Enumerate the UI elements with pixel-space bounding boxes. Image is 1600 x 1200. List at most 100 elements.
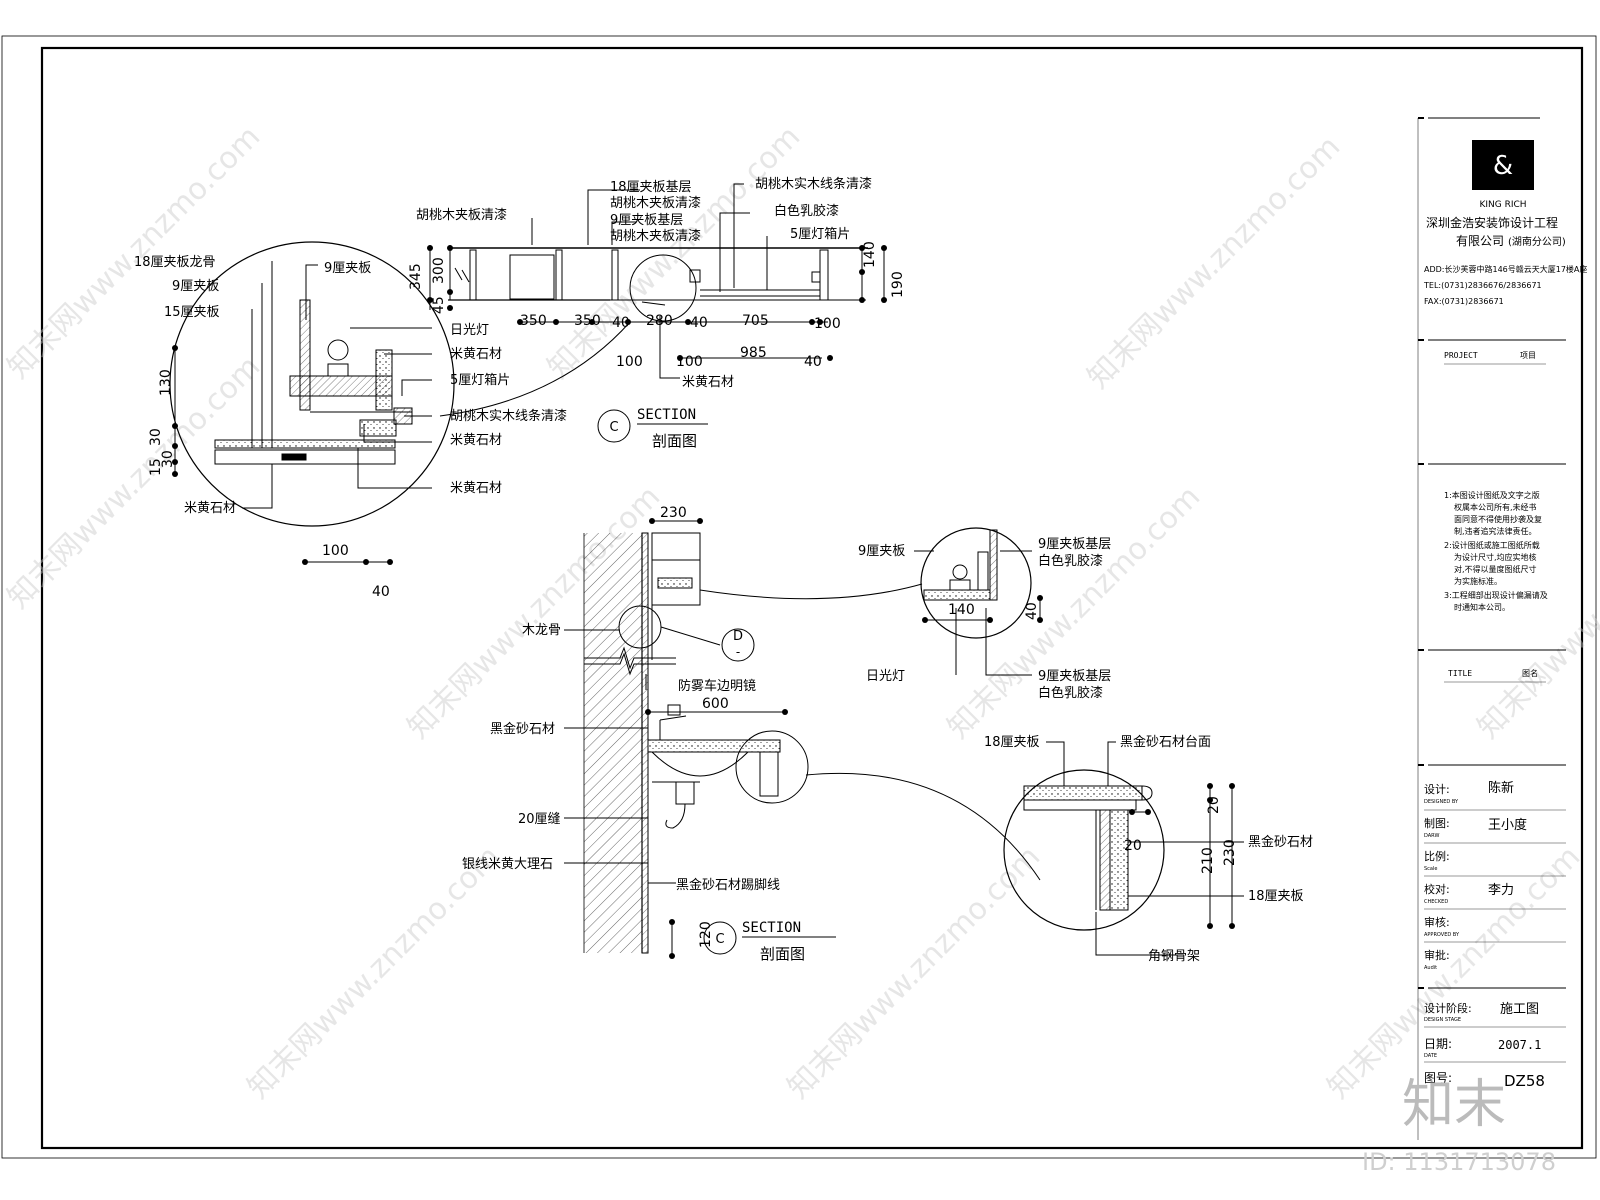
label-section-vanity-detail-marker: D: [733, 629, 743, 644]
label-beige1: 米黄石材: [450, 347, 502, 362]
detail-ceiling: [169, 241, 631, 563]
detail-ceiling-labels: 18厘夹板龙骨 9厘夹板 15厘夹板 9厘夹板 日光灯 米黄石材 5厘灯箱片 胡…: [134, 255, 567, 516]
label-counter-top: 黑金砂石材台面: [1120, 734, 1211, 750]
label-light-box: 5厘灯箱片: [790, 226, 850, 242]
label-title-block-notes-0: 1:本图设计图纸及文字之版: [1444, 490, 1540, 500]
label-detail-ceiling-dims-d30b: 30: [160, 450, 176, 468]
fax: FAX:(0731)2836671: [1424, 297, 1504, 306]
label-detail-ceiling-dims-d30a: 30: [148, 428, 164, 446]
detail-ceiling-ticks: [172, 345, 393, 565]
drafter-name: 王小度: [1488, 817, 1527, 833]
label-watermark-text: 知末网www.znzmo.com: [1, 119, 267, 385]
label-walnut-strip-detail: 胡桃木实木线条清漆: [450, 408, 567, 424]
label-mirror-base-b2: 白色乳胶漆: [1038, 685, 1103, 701]
designer-name: 陈新: [1488, 780, 1514, 796]
label-title-block-rows-1-cn: 制图:: [1424, 817, 1450, 830]
detail-counter-ticks: [1129, 783, 1235, 929]
label-section-top-dims-d100a: 100: [814, 316, 841, 332]
label-title-block-notes-9: 时通知本公司。: [1454, 602, 1510, 612]
label-detail-counter-dims-d230: 230: [1222, 839, 1238, 866]
company-line2: 有限公司: [1456, 234, 1504, 248]
label-title-block-notes-1: 权属本公司所有,未经书: [1454, 502, 1537, 512]
label-section-top-dims-d45: 45: [431, 296, 447, 314]
address: ADD:长沙芙蓉中路146号赣云天大厦17楼A座: [1424, 264, 1587, 274]
label-title-block-rows-2-en: Scale: [1424, 866, 1437, 872]
label-counter-black-stone: 黑金砂石材: [1248, 834, 1313, 850]
section-vanity-dims: 230 600 120: [660, 505, 729, 948]
label-mirror-base-b1: 9厘夹板基层: [1038, 669, 1111, 684]
label-detail-counter-dims-d20b: 20: [1124, 838, 1142, 854]
label-skirting: 黑金砂石材踢脚线: [676, 877, 780, 893]
label-detail-mirror-light-dims-d40: 40: [1024, 602, 1040, 620]
label-section-top-dims-d350a: 350: [520, 313, 547, 329]
label-beige2: 米黄石材: [450, 433, 502, 448]
label-section-top-dims-d280: 280: [646, 313, 673, 329]
section-vanity-ticks: [645, 518, 788, 959]
label-lightbox: 5厘灯箱片: [450, 372, 510, 388]
section-vanity-title-en: SECTION: [742, 920, 801, 936]
stage-label: 设计阶段:: [1424, 1001, 1472, 1015]
label-marble: 银线米黄大理石: [462, 857, 553, 872]
label-watermark-text: 知末网www.znzmo.com: [1, 349, 267, 615]
label-beige4: 米黄石材: [184, 501, 236, 516]
drawing-no-label: 图号:: [1424, 1071, 1452, 1085]
label-mirror: 防雾车边明镜: [678, 678, 756, 694]
label-title-block-rows-3-en: CHECKED: [1424, 899, 1448, 905]
stage-value: 施工图: [1500, 1002, 1539, 1017]
label-black-stone: 黑金砂石材: [490, 721, 555, 737]
company-logo: [1472, 140, 1534, 190]
brand-name: KING RICH: [1479, 200, 1526, 210]
detail-counter: [1003, 741, 1244, 956]
label-section-top-dims-d100c: 100: [676, 354, 703, 370]
label-counter-ply18b: 18厘夹板: [1248, 889, 1304, 904]
label-section-top-dims-d985: 985: [740, 345, 767, 361]
detail-mirror-light-dims: 140 40: [948, 602, 1040, 620]
watermark-logo: 知末: [1402, 1075, 1506, 1135]
label-beige-stone: 米黄石材: [682, 375, 734, 390]
section-title-cn: 剖面图: [652, 432, 697, 450]
label-base18: 18厘夹板基层: [610, 180, 692, 195]
label-keel: 木龙骨: [522, 623, 561, 638]
section-marker-c-top: C SECTION 剖面图: [597, 407, 708, 450]
label-title-block-notes-7: 为实施标准。: [1454, 576, 1502, 586]
label-title-block-rows-4-en: APPROVED BY: [1424, 932, 1460, 938]
label-section-vanity-dims-d120: 120: [698, 921, 714, 948]
label-mirror-ply9: 9厘夹板: [858, 544, 905, 559]
title-block: & KING RICH 深圳金浩安装饰设计工程 有限公司 (湖南分公司) ADD…: [1417, 117, 1587, 1140]
section-marker-d: D -: [733, 629, 743, 659]
label-section-top-dims-d140: 140: [862, 241, 878, 268]
label-section-top-dims-d350b: 350: [574, 313, 601, 329]
label-section-top-dims-d705: 705: [742, 313, 769, 329]
label-counter-angle-steel: 角钢骨架: [1148, 949, 1200, 964]
project-label-en: PROJECT: [1444, 351, 1478, 360]
section-marker-c-bottom: C SECTION 剖面图: [703, 920, 836, 963]
label-title-block-notes-6: 对,不得以量度图纸尺寸: [1454, 564, 1537, 574]
label-watermark-text: 知末网www.znzmo.com: [941, 479, 1207, 745]
notes: 1:本图设计图纸及文字之版 权属本公司所有,未经书 面同意不得使用抄袭及复 制,…: [1444, 490, 1548, 612]
label-detail-counter-dims-d20a: 20: [1206, 796, 1222, 814]
label-title-block-rows-2-cn: 比例:: [1424, 849, 1450, 863]
label-detail-ceiling-dims-d15: 15: [148, 458, 164, 476]
detail-mirror-light-labels: 9厘夹板 9厘夹板基层 白色乳胶漆 日光灯 9厘夹板基层 白色乳胶漆: [858, 537, 1111, 701]
label-detail-ceiling-dims-d100: 100: [322, 543, 349, 559]
checker-name: 李力: [1488, 883, 1514, 898]
label-watermark-text: 知末网www.znzmo.com: [1321, 839, 1587, 1105]
label-title-block-notes-4: 2:设计图纸或施工图纸所载: [1444, 540, 1540, 550]
label-walnut-veneer: 胡桃木夹板清漆: [416, 207, 507, 223]
label-section-vanity-dims-d600: 600: [702, 696, 729, 712]
label-detail-counter-dims-d210: 210: [1200, 847, 1216, 874]
label-detail-mirror-light-dims-d140: 140: [948, 602, 975, 618]
label-section-top-dims-d300: 300: [431, 257, 447, 284]
label-ply9a: 9厘夹板: [172, 279, 219, 294]
label-title-block-notes-8: 3:工程细部出现设计偏漏请及: [1444, 590, 1548, 600]
detail-ceiling-dims: 130 30 15 30 100 40: [148, 369, 390, 600]
label-title-block-rows-5-cn: 审批:: [1424, 948, 1450, 962]
label-detail-ceiling-dims-d130: 130: [158, 369, 174, 396]
section-title-en: SECTION: [637, 407, 696, 423]
outer-border: [1, 35, 1597, 1159]
detail-counter-labels: 18厘夹板 黑金砂石材台面 黑金砂石材 18厘夹板 角钢骨架: [984, 734, 1313, 964]
section-top-ticks: [427, 245, 887, 361]
section-vanity-title-cn: 剖面图: [760, 945, 805, 963]
label-white-latex: 白色乳胶漆: [774, 203, 839, 219]
